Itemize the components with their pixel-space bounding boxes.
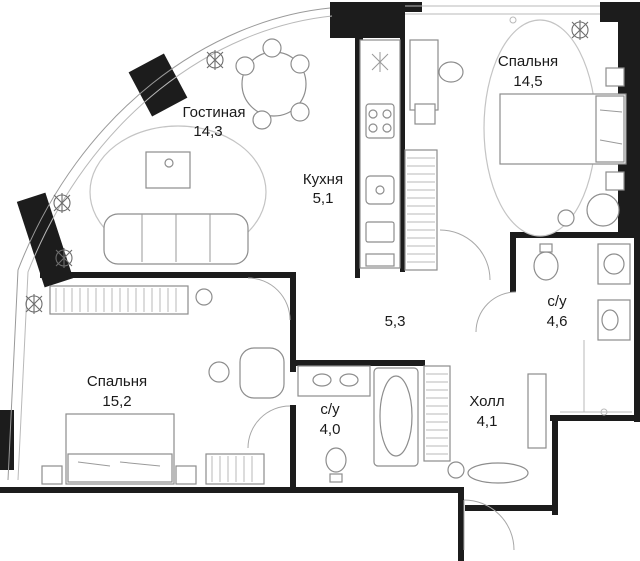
plant-icon xyxy=(53,193,71,213)
room-name: Холл xyxy=(469,393,504,410)
room-label-hall: Холл 4,1 xyxy=(469,393,504,430)
bench xyxy=(467,462,529,484)
bedroom-top-furniture xyxy=(409,16,627,237)
room-label-bath-right: с/у 4,6 xyxy=(547,293,568,330)
room-area: 14,3 xyxy=(193,123,222,140)
stove xyxy=(365,103,395,139)
room-name: с/у xyxy=(547,293,567,310)
room-label-corridor: 5,3 xyxy=(385,313,406,330)
room-area: 14,5 xyxy=(513,73,542,90)
armchair xyxy=(586,193,620,227)
room-name: Кухня xyxy=(303,171,343,188)
room-label-kitchen: Кухня 5,1 xyxy=(303,171,343,207)
toilet xyxy=(325,447,347,473)
wardrobes xyxy=(49,149,451,485)
wardrobe xyxy=(404,149,438,271)
plant-icon xyxy=(25,294,43,314)
room-label-bedroom-top: Спальня 14,5 xyxy=(498,53,558,90)
hall-furniture xyxy=(447,373,547,484)
nightstand xyxy=(605,171,625,191)
room-label-bath-mid: с/у 4,0 xyxy=(320,401,341,438)
desk xyxy=(409,39,439,111)
nightstand xyxy=(605,67,625,87)
plant-icon xyxy=(571,20,589,40)
room-name: с/у xyxy=(320,401,340,418)
room-area: 4,1 xyxy=(477,413,498,430)
plant-icon xyxy=(206,50,224,70)
armchair xyxy=(239,347,285,399)
wardrobe xyxy=(49,285,189,315)
toilet xyxy=(533,251,559,281)
room-name: Спальня xyxy=(498,53,558,70)
bathroom-right-fixtures xyxy=(533,243,632,416)
room-name: Гостиная xyxy=(183,104,246,121)
room-area: 5,3 xyxy=(385,313,406,330)
shoe-rack xyxy=(527,373,547,449)
vase-icon xyxy=(164,158,174,168)
plant-icon xyxy=(55,248,73,268)
doors xyxy=(247,229,517,551)
room-label-living: Гостиная 14,3 xyxy=(183,104,246,140)
room-area: 5,1 xyxy=(313,190,334,207)
room-name: Спальня xyxy=(87,373,147,390)
room-label-bedroom-left: Спальня 15,2 xyxy=(87,373,147,410)
living-room-furniture xyxy=(53,38,310,268)
nightstand xyxy=(175,465,197,485)
sink xyxy=(312,373,332,387)
room-area: 15,2 xyxy=(102,393,131,410)
outer-curved-wall xyxy=(7,7,331,481)
room-area: 4,6 xyxy=(547,313,568,330)
bedroom-left-furniture xyxy=(25,288,285,485)
kitchen-furniture xyxy=(359,39,401,269)
coffee-table xyxy=(145,151,191,189)
vanity xyxy=(297,365,371,397)
sink xyxy=(339,373,359,387)
nightstand xyxy=(41,465,63,485)
washer xyxy=(597,243,631,285)
room-area: 4,0 xyxy=(320,421,341,438)
bathroom-mid-fixtures xyxy=(297,365,419,483)
dresser xyxy=(205,453,265,485)
